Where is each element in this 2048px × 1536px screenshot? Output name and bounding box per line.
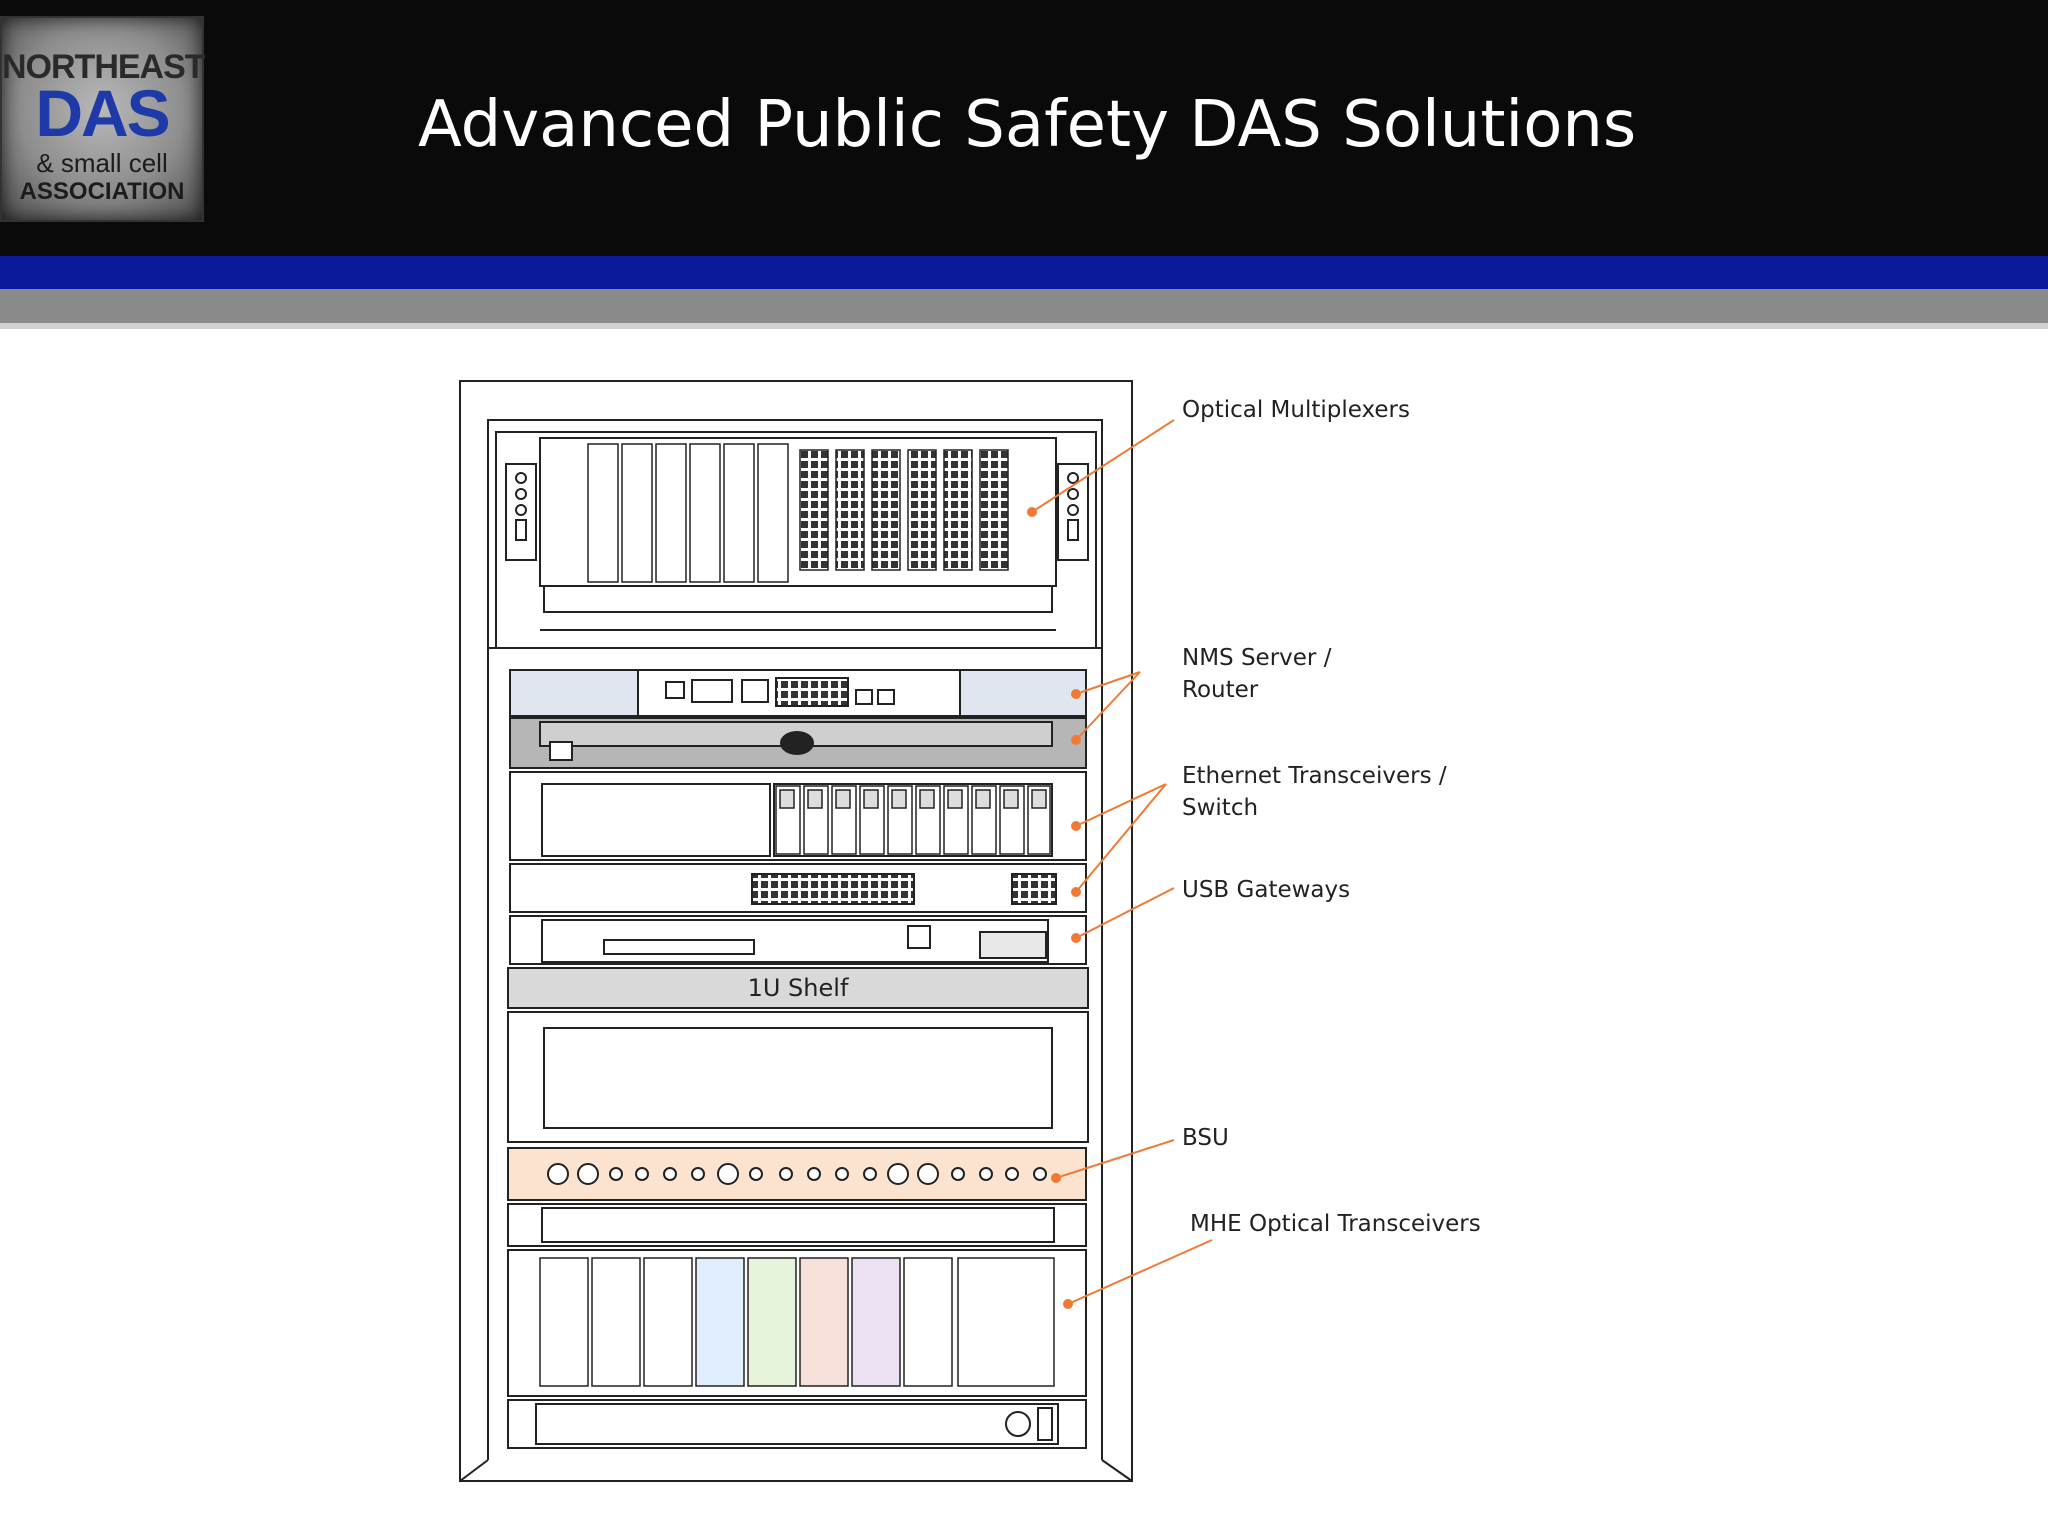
- callout-optical-multiplexers: Optical Multiplexers: [1182, 394, 1410, 426]
- bsu-connectors: [547, 1163, 1047, 1185]
- logo-line-2: DAS: [35, 76, 170, 150]
- usb-gateway-unit: [509, 915, 1087, 965]
- header-gray-thin-stripe: [0, 323, 2048, 329]
- callout-mhe-optical-transceivers: MHE Optical Transceivers: [1190, 1208, 1481, 1240]
- callout-lines: [1031, 419, 1213, 1305]
- optical-multiplexer-slots: [587, 443, 1009, 583]
- callout-nms-server-router: NMS Server / Router: [1182, 642, 1331, 706]
- callout-bsu: BSU: [1182, 1122, 1229, 1154]
- callout-usb-line-1: USB Gateways: [1182, 877, 1351, 903]
- callout-line-nms-server: [1075, 671, 1141, 695]
- ethernet-transceiver-cards: [775, 785, 1051, 855]
- logo-line-1: NORTHEAST: [2, 48, 206, 86]
- callout-line-ethernet-transceivers: [1075, 783, 1167, 827]
- callout-line-bsu: [1055, 1139, 1175, 1179]
- callout-line-router: [1075, 671, 1141, 741]
- callout-line-mhe: [1067, 1239, 1213, 1305]
- power-strip: [507, 1399, 1087, 1449]
- callout-mhe-line-1: MHE Optical Transceivers: [1190, 1211, 1481, 1237]
- slide-title: Advanced Public Safety DAS Solutions: [418, 88, 1637, 162]
- switch-unit: [509, 863, 1087, 913]
- header-blue-stripe: [0, 256, 2048, 289]
- one-u-shelf: [507, 967, 1089, 1009]
- callout-line-optical-multiplexers: [1031, 419, 1175, 513]
- callout-nms-line-1: NMS Server /: [1182, 645, 1332, 671]
- callout-nms-line-2: Router: [1182, 677, 1259, 703]
- logo-line-3: & small cell: [36, 148, 168, 178]
- callout-usb-gateways: USB Gateways: [1182, 874, 1350, 906]
- shelf-label: 1U Shelf: [748, 974, 849, 1002]
- callout-dots: [1027, 507, 1081, 1309]
- header-gray-stripe: [0, 289, 2048, 323]
- nms-server-unit: [509, 669, 1087, 717]
- callout-ethernet-line-1: Ethernet Transceivers /: [1182, 763, 1447, 789]
- northeast-das-logo: NORTHEAST DAS & small cell ASSOCIATION: [0, 16, 206, 222]
- blank-panel: [507, 1011, 1089, 1143]
- header-bar: [0, 0, 2048, 256]
- callout-line-usb-gateways: [1075, 887, 1175, 939]
- mhe-interface-bar: [507, 1203, 1087, 1247]
- callout-optical-multiplexers-line-1: Optical Multiplexers: [1182, 397, 1411, 423]
- logo-line-4: ASSOCIATION: [19, 178, 185, 205]
- callout-ethernet-transceivers-switch: Ethernet Transceivers / Switch: [1182, 760, 1447, 824]
- rack-enclosure: [459, 380, 1133, 1482]
- callout-ethernet-line-2: Switch: [1182, 795, 1259, 821]
- mhe-transceiver-cards: [539, 1257, 1055, 1387]
- callout-line-switch: [1075, 783, 1167, 893]
- router-unit: [509, 717, 1087, 769]
- callout-bsu-line-1: BSU: [1182, 1125, 1229, 1151]
